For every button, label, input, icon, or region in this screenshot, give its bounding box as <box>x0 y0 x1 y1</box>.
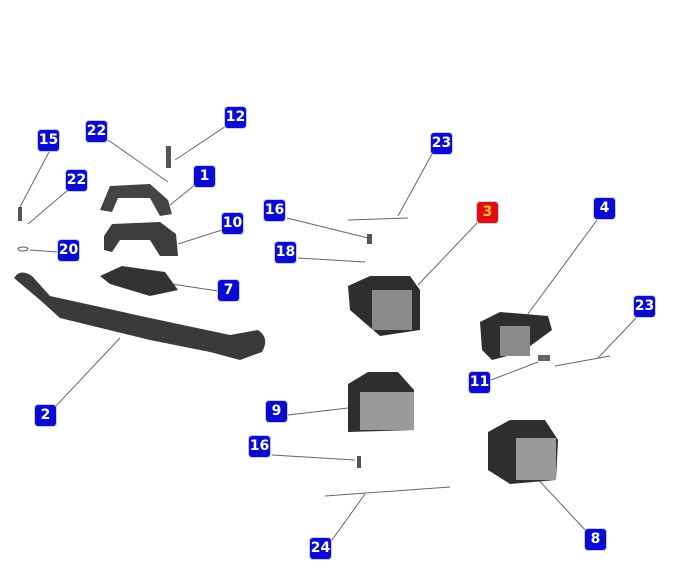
mount-4-face <box>500 326 530 356</box>
block-9-face <box>360 392 414 430</box>
callout-7[interactable]: 7 <box>218 280 239 301</box>
callout-24[interactable]: 24 <box>310 538 331 559</box>
callout-1[interactable]: 1 <box>194 166 215 187</box>
clamp-bracket <box>100 184 172 216</box>
callout-9[interactable]: 9 <box>266 401 287 422</box>
callout-12[interactable]: 12 <box>225 107 246 128</box>
leader-lines <box>19 125 637 541</box>
bolt-11 <box>538 355 550 361</box>
mount-3-face <box>372 290 412 330</box>
callout-20[interactable]: 20 <box>58 240 79 261</box>
callout-18[interactable]: 18 <box>275 242 296 263</box>
axle-beam <box>14 272 266 360</box>
callout-10[interactable]: 10 <box>222 213 243 234</box>
block-8-face <box>516 438 556 480</box>
callout-3-selected[interactable]: 3 <box>477 202 498 223</box>
screw-16b <box>357 456 361 468</box>
callout-8[interactable]: 8 <box>585 529 606 550</box>
callout-11[interactable]: 11 <box>469 372 490 393</box>
callout-2[interactable]: 2 <box>35 405 56 426</box>
washer-20 <box>17 246 29 252</box>
callout-23[interactable]: 23 <box>431 133 452 154</box>
callout-22[interactable]: 22 <box>86 121 107 142</box>
callout-16[interactable]: 16 <box>249 436 270 457</box>
callout-16[interactable]: 16 <box>264 200 285 221</box>
callout-4[interactable]: 4 <box>594 198 615 219</box>
spacer-plate <box>100 266 178 296</box>
callout-15[interactable]: 15 <box>38 130 59 151</box>
callout-22[interactable]: 22 <box>66 170 87 191</box>
part-shapes <box>14 146 558 484</box>
screw-16 <box>367 234 372 244</box>
callout-23[interactable]: 23 <box>634 296 655 317</box>
upper-pad <box>104 222 178 256</box>
bolt-15 <box>18 207 22 221</box>
bolt-12 <box>166 146 171 168</box>
